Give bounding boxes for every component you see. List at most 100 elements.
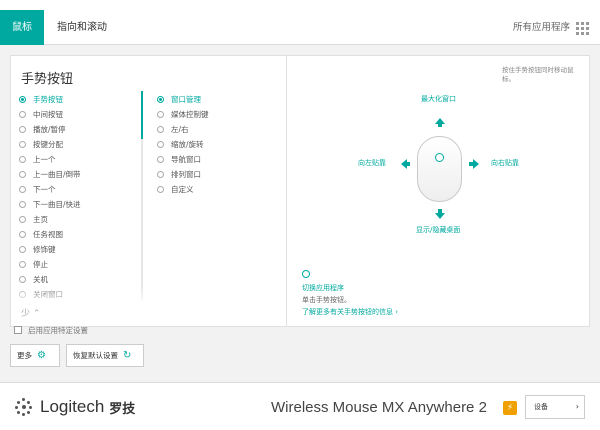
gear-icon: ⚙ [37, 350, 46, 361]
app-specific-setting[interactable]: 启用应用特定设置 [14, 325, 88, 335]
function-option-label: 下一曲目/快进 [33, 200, 81, 209]
gesture-mode-option-label: 窗口管理 [171, 95, 201, 104]
radio-icon[interactable] [19, 246, 26, 253]
more-button[interactable]: 更多 ⚙ [10, 344, 60, 367]
gesture-mode-option-label: 排列窗口 [171, 170, 201, 179]
function-option[interactable]: 主页 [19, 212, 81, 227]
app-switch-label: 切换应用程序 [302, 284, 344, 292]
radio-icon[interactable] [19, 171, 26, 178]
chevron-right-icon: › [575, 402, 579, 411]
gesture-button-icon [435, 153, 444, 162]
gesture-preview: 按住手势按钮同时移动鼠标。 最大化窗口 向左贴靠 向右贴靠 显示/隐藏桌面 切换… [288, 56, 590, 326]
gesture-mode-option[interactable]: 导航窗口 [157, 152, 209, 167]
function-option[interactable]: 按键分配 [19, 137, 81, 152]
reset-defaults-button[interactable]: 恢复默认设置 ↻ [66, 344, 144, 367]
button-function-list: 手势按钮中间按钮播放/暂停按键分配上一个上一曲目/倒带下一个下一曲目/快进主页任… [19, 92, 81, 302]
app-specific-label: 启用应用特定设置 [28, 325, 88, 335]
function-option[interactable]: 任务视图 [19, 227, 81, 242]
function-option[interactable]: 下一个 [19, 182, 81, 197]
top-bar: 鼠标 指向和滚动 所有应用程序 [0, 0, 600, 45]
function-option-label: 停止 [33, 260, 48, 269]
app-specific-checkbox[interactable] [14, 326, 22, 334]
function-option-label: 修饰键 [33, 245, 56, 254]
refresh-icon: ↻ [123, 350, 132, 361]
learn-more-link[interactable]: 了解更多有关手势按钮的信息 › [302, 308, 399, 316]
radio-icon[interactable] [157, 111, 164, 118]
arrow-right-icon [473, 159, 479, 169]
radio-icon[interactable] [19, 261, 26, 268]
radio-icon[interactable] [157, 126, 164, 133]
radio-icon[interactable] [19, 126, 26, 133]
down-gesture-label: 显示/隐藏桌面 [416, 226, 461, 234]
function-option-label: 主页 [33, 215, 48, 224]
radio-icon[interactable] [19, 186, 26, 193]
all-apps-label[interactable]: 所有应用程序 [512, 22, 570, 33]
scroll-indicator[interactable] [141, 91, 143, 301]
radio-icon[interactable] [19, 216, 26, 223]
gesture-mode-option-label: 媒体控制键 [171, 110, 209, 119]
gesture-options: 手势按钮 手势按钮中间按钮播放/暂停按键分配上一个上一曲目/倒带下一个下一曲目/… [11, 56, 287, 326]
arrow-down-stem [438, 209, 442, 213]
mouse-illustration [417, 136, 462, 202]
radio-icon[interactable] [157, 96, 164, 103]
click-gesture-icon [302, 270, 310, 278]
arrow-up-icon [435, 118, 445, 124]
grid-icon[interactable] [576, 22, 589, 35]
radio-icon[interactable] [157, 141, 164, 148]
logo-dots-icon [14, 397, 34, 417]
function-option-label: 任务视图 [33, 230, 63, 239]
function-option-label: 按键分配 [33, 140, 63, 149]
function-option-label: 播放/暂停 [33, 125, 66, 134]
function-option[interactable]: 修饰键 [19, 242, 81, 257]
gesture-mode-option-label: 导航窗口 [171, 155, 201, 164]
logitech-logo: Logitech 罗技 [14, 397, 135, 417]
gesture-mode-option[interactable]: 媒体控制键 [157, 107, 209, 122]
function-option-label: 下一个 [33, 185, 56, 194]
arrow-right-stem [469, 162, 473, 166]
brand-name-cn: 罗技 [109, 401, 136, 417]
gesture-mode-option[interactable]: 排列窗口 [157, 167, 209, 182]
function-option[interactable]: 上一个 [19, 152, 81, 167]
function-option[interactable]: 中间按钮 [19, 107, 81, 122]
radio-icon[interactable] [19, 141, 26, 148]
right-gesture-label: 向右贴靠 [491, 159, 519, 167]
battery-badge-icon: ⚡ [503, 401, 517, 415]
radio-icon[interactable] [157, 171, 164, 178]
devices-label: 设备 [534, 403, 548, 411]
radio-icon[interactable] [19, 231, 26, 238]
radio-icon[interactable] [19, 111, 26, 118]
gesture-mode-option-label: 缩放/旋转 [171, 140, 204, 149]
device-name: Wireless Mouse MX Anywhere 2 [271, 399, 487, 416]
arrow-down-icon [435, 213, 445, 219]
arrow-left-icon [401, 159, 407, 169]
gesture-mode-option[interactable]: 左/右 [157, 122, 209, 137]
gesture-mode-option[interactable]: 窗口管理 [157, 92, 209, 107]
radio-icon[interactable] [19, 276, 26, 283]
devices-button[interactable]: 设备 › [525, 395, 585, 419]
radio-icon[interactable] [157, 156, 164, 163]
function-option[interactable]: 上一曲目/倒带 [19, 167, 81, 182]
footer: Logitech 罗技 Wireless Mouse MX Anywhere 2… [0, 382, 600, 430]
gesture-mode-option[interactable]: 缩放/旋转 [157, 137, 209, 152]
radio-icon[interactable] [19, 96, 26, 103]
tab-point-scroll[interactable]: 指向和滚动 [57, 22, 107, 33]
tab-mouse[interactable]: 鼠标 [0, 10, 44, 45]
list-fade [11, 284, 286, 308]
radio-icon[interactable] [157, 186, 164, 193]
function-option-label: 关机 [33, 275, 48, 284]
function-option[interactable]: 停止 [19, 257, 81, 272]
show-less-toggle[interactable]: 少 ⌃ [21, 309, 41, 319]
function-option[interactable]: 播放/暂停 [19, 122, 81, 137]
panel-title: 手势按钮 [21, 72, 74, 87]
gesture-mode-list: 窗口管理媒体控制键左/右缩放/旋转导航窗口排列窗口自定义 [157, 92, 209, 197]
function-option[interactable]: 关机 [19, 272, 81, 287]
radio-icon[interactable] [19, 201, 26, 208]
function-option[interactable]: 下一曲目/快进 [19, 197, 81, 212]
function-option[interactable]: 手势按钮 [19, 92, 81, 107]
radio-icon[interactable] [19, 156, 26, 163]
arrow-up-stem [438, 123, 442, 127]
function-option-label: 中间按钮 [33, 110, 63, 119]
gesture-mode-option[interactable]: 自定义 [157, 182, 209, 197]
gesture-mode-option-label: 左/右 [171, 125, 189, 134]
arrow-left-stem [406, 162, 410, 166]
